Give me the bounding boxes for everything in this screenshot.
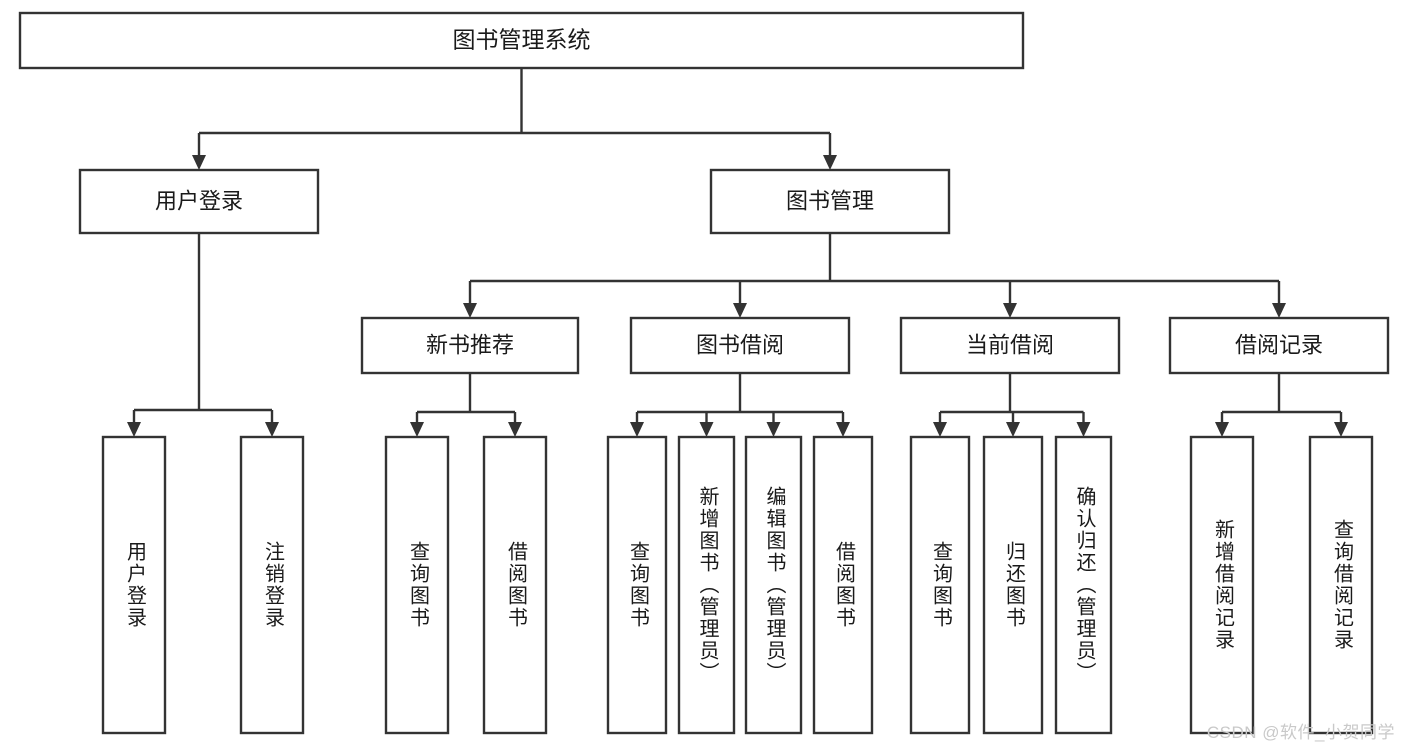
arrow-head-icon <box>1334 422 1348 437</box>
arrow-head-icon <box>127 422 141 437</box>
node-box-leaf-borrow-book-recommend <box>482 435 548 735</box>
node-box-leaf-return-book <box>982 435 1044 735</box>
node-label-book-management: 图书管理 <box>786 188 874 213</box>
node-box-leaf-add-book-admin <box>677 435 736 735</box>
watermark: CSDN @软件_小贺同学 <box>1206 723 1395 742</box>
arrow-head-icon <box>766 422 781 437</box>
arrow-head-icon <box>836 422 850 437</box>
node-box-book-borrow <box>629 316 851 375</box>
arrow-head-icon <box>1003 303 1017 318</box>
node-box-leaf-query-book-recommend <box>384 435 450 735</box>
node-box-leaf-borrow-book <box>812 435 874 735</box>
arrow-head-icon <box>410 422 424 437</box>
arrow-head-icon <box>823 155 837 170</box>
node-leaf-query-borrow-record[interactable] <box>1308 435 1374 735</box>
node-leaf-user-logout[interactable] <box>239 435 305 735</box>
node-borrow-records[interactable]: 借阅记录 <box>1168 316 1390 375</box>
node-box-leaf-add-borrow-record <box>1189 435 1255 735</box>
node-label-new-book-recommend: 新书推荐 <box>426 332 514 357</box>
arrow-head-icon <box>733 303 747 318</box>
arrow-head-icon <box>192 155 206 170</box>
node-box-leaf-user-login <box>101 435 167 735</box>
node-leaf-confirm-return-admin[interactable] <box>1054 435 1113 735</box>
node-leaf-query-book-recommend[interactable] <box>384 435 450 735</box>
arrow-head-icon <box>699 422 714 437</box>
node-box-leaf-query-book-current <box>909 435 971 735</box>
node-box-leaf-edit-book-admin <box>744 435 803 735</box>
arrow-head-icon <box>1272 303 1286 318</box>
node-leaf-user-login[interactable] <box>101 435 167 735</box>
node-current-borrow[interactable]: 当前借阅 <box>899 316 1121 375</box>
arrow-head-icon <box>1215 422 1229 437</box>
node-root[interactable]: 图书管理系统 <box>18 11 1025 70</box>
node-book-management[interactable]: 图书管理 <box>709 168 951 235</box>
node-label-book-borrow: 图书借阅 <box>696 332 784 357</box>
arrow-head-icon <box>1006 422 1020 437</box>
node-label-user-login: 用户登录 <box>155 188 243 213</box>
node-leaf-query-book-current[interactable] <box>909 435 971 735</box>
node-leaf-borrow-book[interactable] <box>812 435 874 735</box>
arrow-head-icon <box>1076 422 1091 437</box>
arrow-head-icon <box>933 422 947 437</box>
node-label-borrow-records: 借阅记录 <box>1235 332 1323 357</box>
node-leaf-return-book[interactable] <box>982 435 1044 735</box>
connectors-layer <box>127 68 1348 437</box>
node-box-user-login <box>78 168 320 235</box>
node-leaf-add-book-admin[interactable] <box>677 435 736 735</box>
node-leaf-borrow-book-recommend[interactable] <box>482 435 548 735</box>
node-box-book-management <box>709 168 951 235</box>
node-leaf-add-borrow-record[interactable] <box>1189 435 1255 735</box>
node-box-root <box>18 11 1025 70</box>
node-label-current-borrow: 当前借阅 <box>966 332 1054 357</box>
node-box-leaf-user-logout <box>239 435 305 735</box>
node-box-leaf-query-book-borrow <box>606 435 668 735</box>
node-box-leaf-query-borrow-record <box>1308 435 1374 735</box>
node-box-new-book-recommend <box>360 316 580 375</box>
node-box-leaf-confirm-return-admin <box>1054 435 1113 735</box>
arrow-head-icon <box>630 422 644 437</box>
node-box-borrow-records <box>1168 316 1390 375</box>
arrow-head-icon <box>463 303 477 318</box>
arrow-head-icon <box>508 422 522 437</box>
node-box-current-borrow <box>899 316 1121 375</box>
arrow-head-icon <box>265 422 279 437</box>
node-label-root: 图书管理系统 <box>453 27 591 53</box>
node-user-login[interactable]: 用户登录 <box>78 168 320 235</box>
node-leaf-edit-book-admin[interactable] <box>744 435 803 735</box>
node-new-book-recommend[interactable]: 新书推荐 <box>360 316 580 375</box>
node-leaf-query-book-borrow[interactable] <box>606 435 668 735</box>
node-book-borrow[interactable]: 图书借阅 <box>629 316 851 375</box>
